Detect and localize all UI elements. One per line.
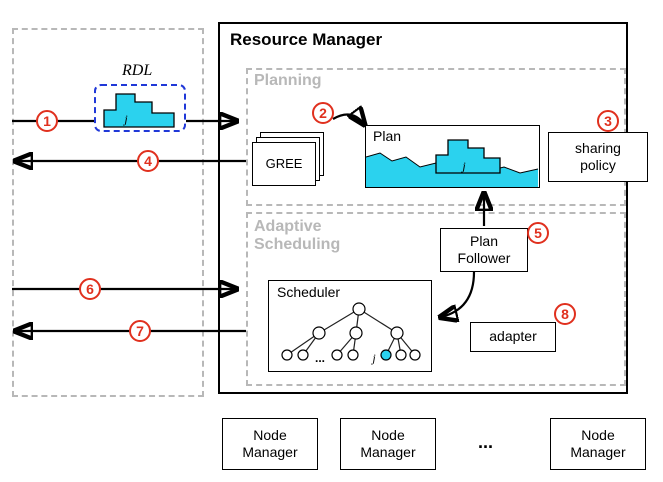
adapter-label: adapter [489,328,537,345]
rdl-job-label: j [122,112,128,126]
rdl-box: j [94,84,186,132]
planning-label: Planning [254,72,322,89]
step-badge-1: 1 [36,110,58,132]
sharing-policy-box: sharing policy [548,132,648,182]
node-manager-label: Node Manager [570,426,626,461]
tree-dots: ... [315,351,325,365]
plan-job-label: j [460,159,466,173]
rdl-label: RDL [122,62,153,79]
node-manager-box-3: Node Manager [550,418,646,470]
rdl-job-profile-icon: j [103,93,175,128]
scheduler-tree: ... j [281,302,421,365]
step-badge-3: 3 [597,110,619,132]
gree-box: GREE [252,142,316,186]
plan-follower-label: Plan Follower [457,232,511,267]
step-badge-2: 2 [312,102,334,124]
gree-label: GREE [265,155,303,171]
client-region-box [12,28,204,397]
scheduler-label: Scheduler [277,284,341,300]
node-manager-label: Node Manager [360,426,416,461]
adapter-box: adapter [470,322,556,352]
node-manager-ellipsis: ... [478,432,494,452]
plan-job-profile-icon [435,139,501,174]
node-manager-box-1: Node Manager [222,418,318,470]
tree-job-label: j [370,351,376,365]
tree-root-node [352,302,366,316]
step-badge-4: 4 [137,150,159,172]
step-badge-6: 6 [79,278,101,300]
sharing-policy-label: sharing policy [575,139,621,174]
step-badge-8: 8 [554,303,576,325]
tree-job-node [380,349,392,361]
adaptive-scheduling-label: Adaptive Scheduling [254,218,341,253]
node-manager-label: Node Manager [242,426,298,461]
scheduler-box: Scheduler ... j [268,280,432,372]
node-manager-box-2: Node Manager [340,418,436,470]
plan-skyline-chart: j [366,139,538,187]
plan-label: Plan [373,128,402,144]
adaptive-scheduling-box [246,212,626,386]
step-badge-5: 5 [527,222,549,244]
plan-follower-box: Plan Follower [440,228,528,272]
plan-box: j Plan [365,125,540,188]
step-badge-7: 7 [129,320,151,342]
resource-manager-title: Resource Manager [230,30,383,49]
